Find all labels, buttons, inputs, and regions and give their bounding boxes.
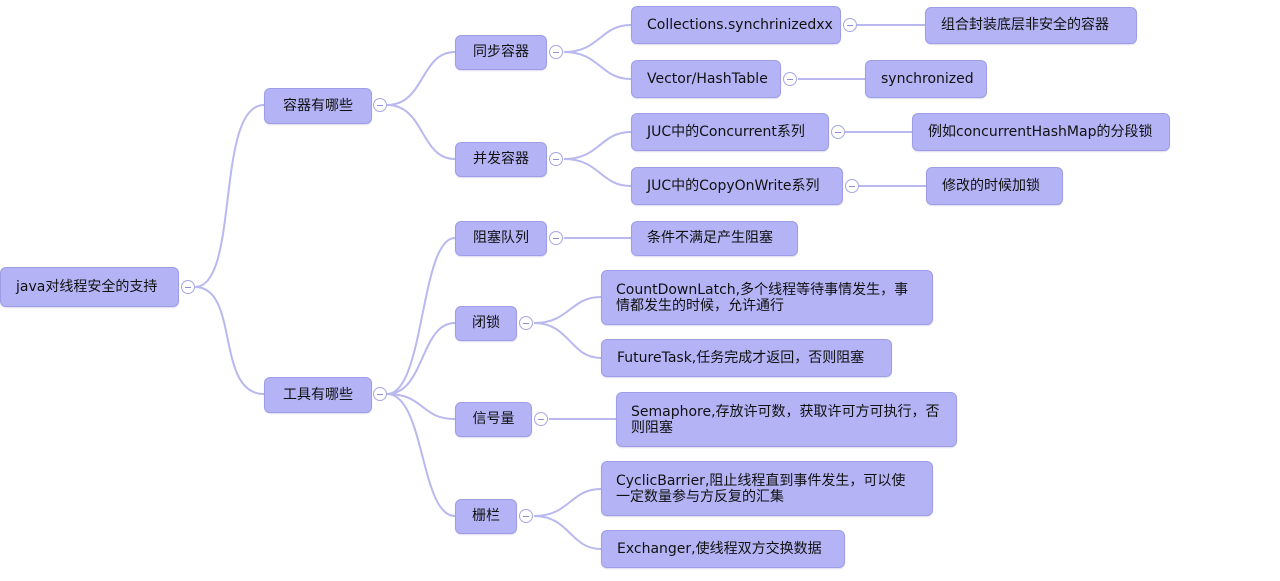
node-vector-hashtable[interactable]: Vector/HashTable [631, 60, 781, 98]
node-countdownlatch[interactable]: CountDownLatch,多个线程等待事情发生，事情都发生的时候，允许通行 [601, 270, 933, 325]
collapse-toggle-collections[interactable] [843, 18, 857, 32]
node-futuretask[interactable]: FutureTask,任务完成才返回，否则阻塞 [601, 339, 892, 377]
collapse-toggle-root[interactable] [181, 280, 195, 294]
edge-root-containers [194, 104, 265, 288]
node-barrier[interactable]: 栅栏 [455, 499, 517, 534]
edge-latch-countdown [533, 296, 602, 324]
edge-latch-futuretask [533, 322, 602, 359]
node-tools[interactable]: 工具有哪些 [264, 377, 372, 413]
collapse-toggle-sync[interactable] [549, 45, 563, 59]
node-cyclicbarrier[interactable]: CyclicBarrier,阻止线程直到事件发生，可以使一定数量参与方反复的汇集 [601, 461, 933, 516]
node-sync-containers[interactable]: 同步容器 [455, 35, 547, 70]
edge-concurrent-juccow [563, 158, 632, 187]
collapse-toggle-latch[interactable] [519, 316, 533, 330]
node-juc-copyonwrite[interactable]: JUC中的CopyOnWrite系列 [631, 167, 843, 205]
collapse-toggle-concurrent[interactable] [549, 152, 563, 166]
collapse-toggle-vector[interactable] [783, 72, 797, 86]
collapse-toggle-barrier[interactable] [519, 509, 533, 523]
edge-containers-concurrent [386, 104, 456, 160]
collapse-toggle-juc-copyonwrite[interactable] [845, 179, 859, 193]
collapse-toggle-juc-concurrent[interactable] [831, 125, 845, 139]
node-semaphore[interactable]: 信号量 [455, 402, 532, 437]
edge-root-tools [194, 286, 265, 395]
edge-barrier-exchanger [533, 515, 602, 550]
edge-sync-collections [563, 24, 632, 53]
node-exchanger[interactable]: Exchanger,使线程双方交换数据 [601, 530, 845, 568]
node-containers[interactable]: 容器有哪些 [264, 88, 372, 124]
node-blocking-note[interactable]: 条件不满足产生阻塞 [631, 221, 798, 256]
edge-barrier-cyclic [533, 488, 602, 517]
node-juc-concurrent[interactable]: JUC中的Concurrent系列 [631, 113, 829, 151]
collapse-toggle-blocking-queue[interactable] [549, 231, 563, 245]
node-collections-synchronized[interactable]: Collections.synchrinizedxx [631, 6, 841, 44]
edge-tools-blocking [386, 237, 456, 395]
collapse-toggle-containers[interactable] [373, 98, 387, 112]
node-juc-concurrent-note[interactable]: 例如concurrentHashMap的分段锁 [912, 113, 1170, 151]
edge-concurrent-jucconc [563, 131, 632, 160]
edge-tools-latch [386, 322, 456, 395]
edge-tools-semaphore [386, 393, 456, 420]
node-root[interactable]: java对线程安全的支持 [0, 267, 179, 307]
node-juc-copyonwrite-note[interactable]: 修改的时候加锁 [926, 167, 1063, 205]
edge-sync-vector [563, 51, 632, 80]
node-concurrent-containers[interactable]: 并发容器 [455, 142, 547, 177]
edge-tools-barrier [386, 393, 456, 517]
node-blocking-queue[interactable]: 阻塞队列 [455, 221, 547, 256]
node-collections-note[interactable]: 组合封装底层非安全的容器 [925, 7, 1137, 44]
node-semaphore-note[interactable]: Semaphore,存放许可数，获取许可方可执行，否则阻塞 [616, 392, 957, 447]
node-latch[interactable]: 闭锁 [455, 306, 517, 341]
edge-containers-sync [386, 51, 456, 106]
node-vector-note[interactable]: synchronized [865, 60, 987, 98]
collapse-toggle-tools[interactable] [373, 387, 387, 401]
collapse-toggle-semaphore[interactable] [534, 412, 548, 426]
